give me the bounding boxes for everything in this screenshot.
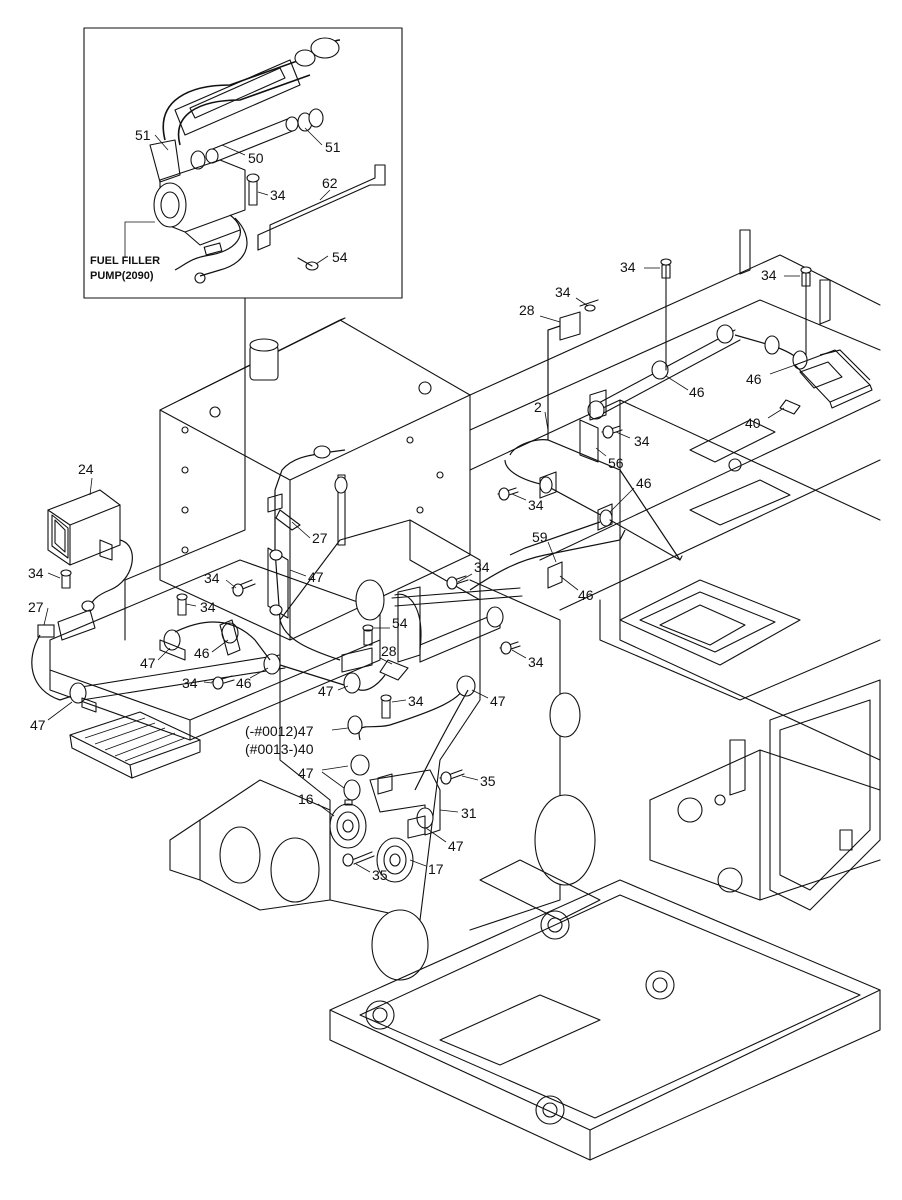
callout-51-right: 51: [325, 139, 341, 155]
step-grating: [69, 711, 201, 779]
callout-40-r: 40: [745, 415, 761, 431]
callout-34-l2: 34: [200, 599, 216, 615]
callout-62: 62: [322, 175, 338, 191]
center-harness: [329, 575, 523, 883]
callout-51-upper: 51: [135, 127, 151, 143]
callout-27-mid: 27: [312, 530, 328, 546]
callout-47-mid: 47: [308, 569, 324, 585]
left-harness: [31, 569, 386, 713]
callout-46-c1: 46: [636, 475, 652, 491]
callout-28-mid: 28: [381, 643, 397, 659]
callout-28-top: 28: [519, 302, 535, 318]
callout-50: 50: [248, 150, 264, 166]
callout-47-c3: 47: [448, 838, 464, 854]
callout-34-l1: 34: [204, 570, 220, 586]
callout-34-r3: 34: [761, 267, 777, 283]
callout-54-inset: 54: [332, 249, 348, 265]
callout-34-inset: 34: [270, 187, 286, 203]
callout-2: 2: [534, 399, 542, 415]
fuel-tank: [159, 317, 471, 641]
horn-16: [329, 799, 367, 849]
callout-54-mid: 54: [392, 615, 408, 631]
callout-47-l3: 47: [318, 683, 334, 699]
callout-27-left: 27: [28, 599, 44, 615]
callout-46-l2: 46: [236, 675, 252, 691]
callout-34-r2: 34: [620, 259, 636, 275]
callout-35-b: 35: [372, 867, 388, 883]
callout-34-r1: 34: [634, 433, 650, 449]
callout-34-mid2: 34: [528, 654, 544, 670]
callout-34-c2: 34: [474, 559, 490, 575]
inset-pointer-line: [124, 297, 246, 641]
tank-harness: [267, 445, 348, 661]
callout-47-variant: (-#0012)47: [245, 723, 314, 739]
bottom-mount-plate: [329, 859, 881, 1161]
callout-59: 59: [532, 529, 548, 545]
frame-hopper: [599, 579, 881, 701]
callout-47-c1: 47: [490, 693, 506, 709]
horn-17: [376, 837, 414, 883]
inset-label-line2: PUMP(2090): [90, 270, 154, 282]
callout-34-lamp: 34: [28, 565, 44, 581]
callout-46-l1: 46: [194, 645, 210, 661]
callout-35-a: 35: [480, 773, 496, 789]
work-lamp: [47, 489, 133, 612]
callout-17: 17: [428, 861, 444, 877]
callout-47-l1: 47: [140, 655, 156, 671]
callout-34-top: 34: [555, 284, 571, 300]
callout-56: 56: [608, 455, 624, 471]
callout-31: 31: [461, 805, 477, 821]
inset-fuel-filler-pump: 51 50 51 62 34 54 FUEL FILLER PUMP(2090): [83, 27, 403, 299]
callout-46-r2: 46: [746, 371, 762, 387]
callout-47-l2: 47: [30, 717, 46, 733]
machine-frame: [49, 229, 881, 1161]
callout-34-c1: 34: [528, 497, 544, 513]
inset-label-line1: FUEL FILLER: [90, 255, 160, 267]
upper-right-harness: [469, 258, 873, 591]
callout-46-c2: 46: [578, 587, 594, 603]
callout-16: 16: [298, 791, 314, 807]
callout-34-mid1: 34: [408, 693, 424, 709]
callout-47-c2: 47: [298, 765, 314, 781]
callout-34-l3: 34: [182, 675, 198, 691]
callout-40-variant: (#0013-)40: [245, 741, 314, 757]
callout-24: 24: [78, 461, 94, 477]
callout-46-r1: 46: [689, 384, 705, 400]
